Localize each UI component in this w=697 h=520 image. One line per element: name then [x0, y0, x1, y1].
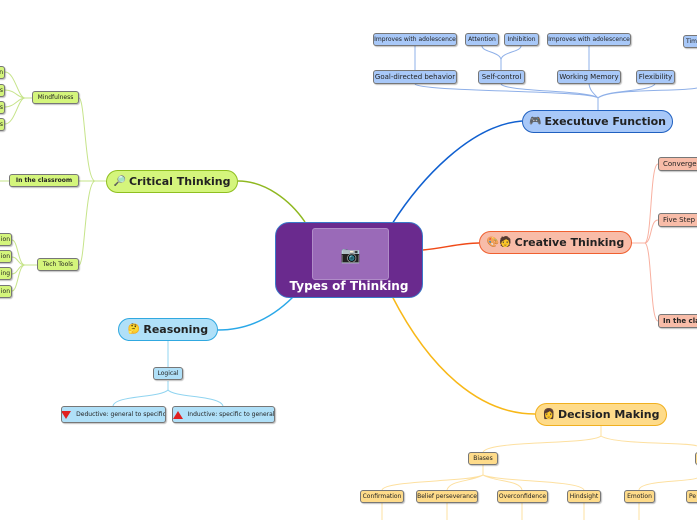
- node-attention[interactable]: Attention: [465, 33, 499, 46]
- node-confirmation[interactable]: Confirmation: [360, 490, 404, 503]
- node-time-truncated[interactable]: Tim: [683, 35, 697, 48]
- node-label: Inductive: specific to general: [187, 411, 275, 418]
- node-goal-directed[interactable]: Goal-directed behavior: [373, 70, 457, 84]
- node-tech-child[interactable]: ion: [0, 250, 12, 263]
- node-inductive[interactable]: Inductive: specific to general: [172, 406, 275, 423]
- image-placeholder[interactable]: 📷: [312, 228, 389, 280]
- node-mindfulness-child[interactable]: s: [0, 101, 5, 114]
- person-icon: 👩: [542, 409, 555, 420]
- node-improves-2[interactable]: Improves with adolescence: [547, 33, 631, 46]
- node-overconfidence[interactable]: Overconfidence: [497, 490, 548, 503]
- node-belief-perseverance[interactable]: Belief perseverance: [416, 490, 478, 503]
- link-reasoning: [217, 296, 294, 331]
- node-mindfulness-child[interactable]: n: [0, 66, 5, 79]
- link-executive: [391, 120, 523, 225]
- topic-decision-making[interactable]: 👩Decision Making: [535, 403, 667, 426]
- node-tech-tools[interactable]: Tech Tools: [37, 258, 79, 271]
- node-deductive[interactable]: Deductive: general to specific: [61, 406, 166, 423]
- node-mindfulness[interactable]: Mindfulness: [32, 91, 79, 104]
- central-topic[interactable]: 📷 Types of Thinking: [275, 222, 423, 298]
- topic-label: Executuve Function: [544, 115, 666, 128]
- node-improves-1[interactable]: Improves with adolescence: [373, 33, 457, 46]
- topic-label: Decision Making: [557, 408, 660, 421]
- node-truncated-pe[interactable]: Pe: [686, 490, 697, 503]
- node-convergent[interactable]: Convergen: [658, 157, 697, 171]
- node-logical[interactable]: Logical: [153, 367, 183, 380]
- node-in-the-classroom-creative[interactable]: In the cla: [658, 314, 697, 328]
- node-inhibition[interactable]: Inhibition: [504, 33, 539, 46]
- thinking-face-icon: 🤔: [127, 324, 141, 335]
- camera-icon: 📷: [340, 244, 361, 264]
- node-mindfulness-child[interactable]: s: [0, 118, 5, 131]
- node-mindfulness-child[interactable]: s: [0, 84, 5, 97]
- node-hindsight[interactable]: Hindsight: [567, 490, 601, 503]
- palette-artist-icon: 🎨🧑: [486, 237, 512, 248]
- node-truncated[interactable]: [695, 452, 697, 465]
- topic-label: Creative Thinking: [514, 236, 625, 249]
- node-biases[interactable]: Biases: [468, 452, 498, 465]
- topic-critical-thinking[interactable]: 🔎Critical Thinking: [106, 170, 238, 193]
- topic-creative-thinking[interactable]: 🎨🧑Creative Thinking: [479, 231, 632, 254]
- node-tech-child[interactable]: ion: [0, 233, 12, 246]
- triangle-down-icon: [62, 410, 72, 419]
- node-tech-child[interactable]: ion: [0, 285, 12, 298]
- node-working-memory[interactable]: Working Memory: [557, 70, 621, 84]
- topic-label: Reasoning: [143, 323, 209, 336]
- node-tech-child[interactable]: ing: [0, 267, 12, 280]
- link-critical: [237, 180, 306, 223]
- central-title: Types of Thinking: [289, 279, 409, 293]
- node-emotion[interactable]: Emotion: [624, 490, 655, 503]
- node-flexibility[interactable]: Flexibility: [636, 70, 675, 84]
- node-self-control[interactable]: Self-control: [478, 70, 525, 84]
- node-in-the-classroom[interactable]: In the classroom: [9, 174, 79, 187]
- magnifier-icon: 🔎: [113, 176, 126, 187]
- topic-reasoning[interactable]: 🤔Reasoning: [118, 318, 218, 341]
- node-label: Deductive: general to specific: [76, 411, 166, 418]
- node-five-step[interactable]: Five Step P: [658, 213, 697, 227]
- topic-executive-function[interactable]: 🎮Executuve Function: [522, 110, 673, 133]
- gamepad-icon: 🎮: [529, 116, 542, 127]
- topic-label: Critical Thinking: [128, 175, 231, 188]
- link-decision: [391, 295, 536, 415]
- link-creative: [422, 242, 480, 251]
- triangle-up-icon: [173, 410, 183, 419]
